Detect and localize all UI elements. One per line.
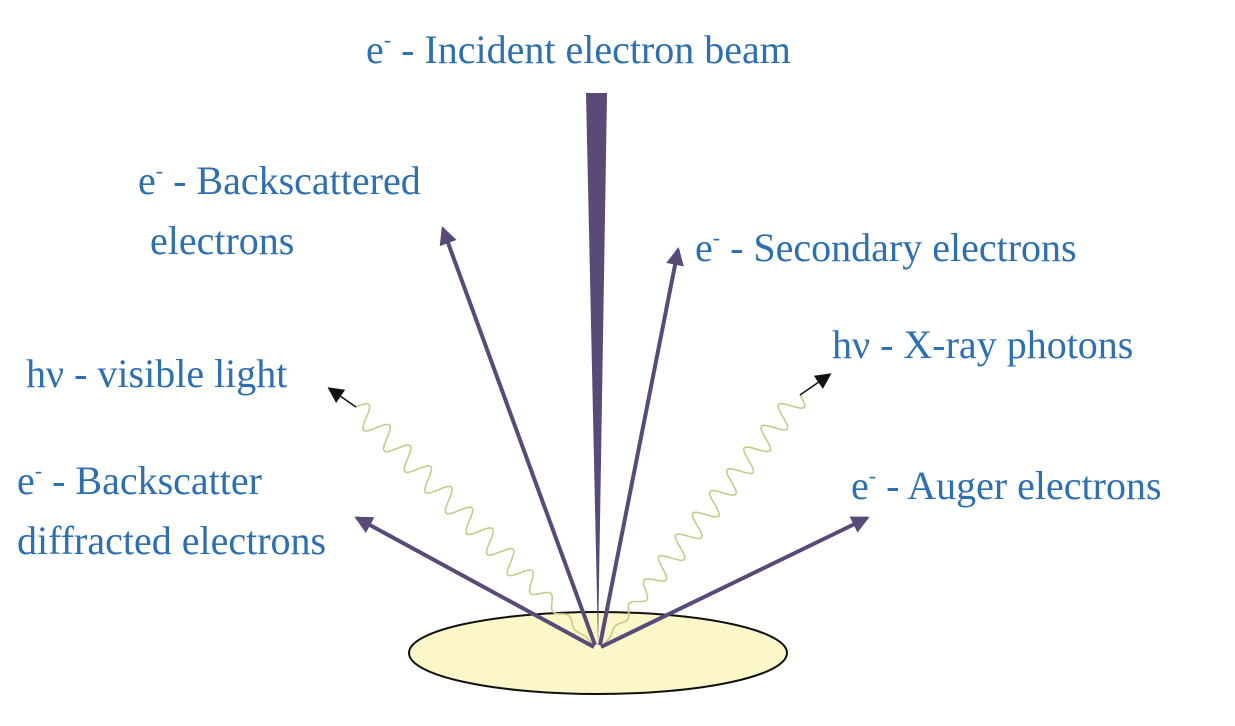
backscattered-electron-arrow — [439, 226, 597, 646]
xray-photon-wave — [602, 394, 806, 646]
visible-light-label: hν - visible light — [26, 351, 288, 396]
incident-beam-label: e- - Incident electron beam — [366, 27, 791, 72]
auger-electron-arrow — [600, 516, 870, 649]
auger-electrons-label: e- - Auger electrons — [851, 463, 1162, 508]
backscattered-electrons-label: e- - Backscattered electrons — [138, 158, 421, 263]
xray-photons-label: hν - X-ray photons — [832, 322, 1134, 367]
visible-light-arrowhead — [327, 387, 357, 408]
backscatter-diffracted-label: e- - Backscatter diffracted electrons — [17, 458, 327, 563]
backscatter-diffracted-arrow — [354, 516, 595, 649]
xray-arrowhead — [799, 373, 832, 396]
visible-light-wave — [355, 402, 594, 646]
incident-beam — [586, 93, 607, 645]
secondary-electron-arrow — [598, 247, 684, 646]
secondary-electrons-label: e- - Secondary electrons — [695, 225, 1077, 270]
